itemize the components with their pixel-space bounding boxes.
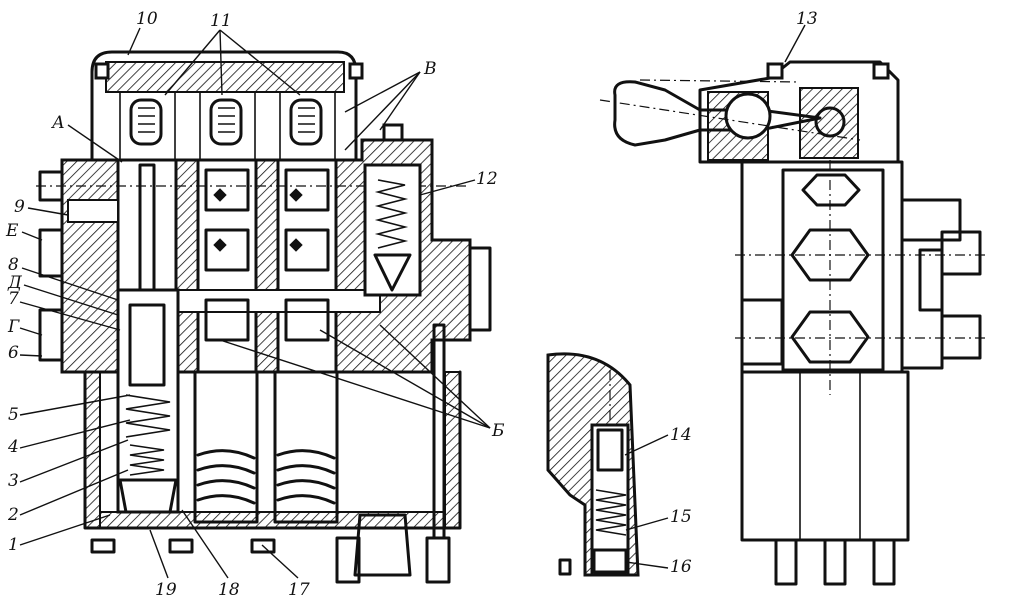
label-A: А — [51, 113, 65, 133]
label-4: 4 — [7, 437, 19, 457]
part-labels: 10 11 В А 12 9 Е 8 Д 7 Г 6 5 4 3 2 1 Б 1… — [5, 9, 818, 600]
label-16: 16 — [670, 557, 692, 577]
label-3: 3 — [8, 471, 19, 491]
label-14: 14 — [670, 425, 692, 445]
label-17: 17 — [288, 580, 310, 600]
label-11: 11 — [210, 11, 232, 31]
label-7: 7 — [8, 289, 19, 309]
main-section-view — [36, 50, 492, 584]
label-5: 5 — [8, 405, 19, 425]
spools — [204, 168, 330, 342]
label-6: 6 — [8, 343, 19, 363]
label-1: 1 — [8, 535, 19, 555]
label-19: 19 — [155, 580, 177, 600]
leader-lines — [19, 24, 806, 579]
label-18: 18 — [218, 580, 240, 600]
label-10: 10 — [136, 9, 158, 29]
label-D: Д — [7, 273, 23, 293]
label-E: Е — [5, 221, 19, 241]
label-V: В — [423, 59, 437, 79]
side-view — [599, 60, 985, 586]
label-15: 15 — [670, 507, 692, 527]
return-springs — [196, 449, 336, 505]
label-B: Б — [491, 421, 505, 441]
label-12: 12 — [476, 169, 498, 189]
label-8: 8 — [8, 255, 19, 275]
label-2: 2 — [7, 505, 19, 525]
detail-section-view — [546, 352, 640, 577]
label-G: Г — [7, 317, 20, 337]
spool-heads — [119, 91, 336, 161]
label-13: 13 — [796, 9, 818, 29]
label-9: 9 — [14, 197, 25, 217]
